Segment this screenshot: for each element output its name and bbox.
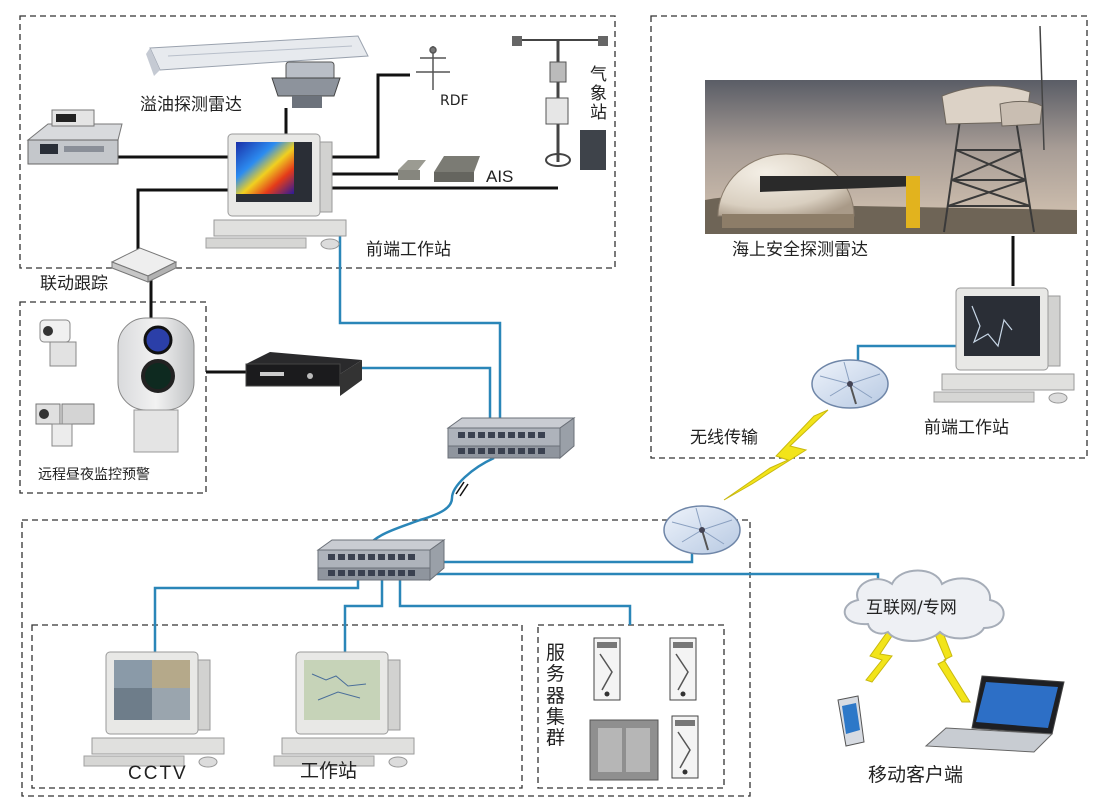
server-icon [593, 637, 621, 701]
camera-icon [35, 319, 95, 447]
rdf-antenna-icon [416, 46, 450, 90]
link-tracking-label: 联动跟踪 [40, 274, 108, 294]
rdf-label: RDF [440, 93, 469, 109]
ais-label: AIS [486, 167, 514, 186]
workstation-label: 工作站 [300, 760, 358, 782]
server-icon [589, 719, 659, 781]
ais-unit-icon [398, 156, 480, 182]
pda-icon [837, 695, 865, 747]
workstation-terminal [273, 651, 415, 768]
spill-radar-label: 溢油探测雷达 [140, 95, 242, 115]
remote-monitor-group [19, 301, 207, 494]
receiver-unit-icon [26, 109, 123, 165]
cctv-workstation [83, 651, 225, 768]
cctv-label: CCTV [128, 763, 188, 784]
thermal-camera-icon [117, 317, 195, 453]
weather-mast-icon [512, 36, 608, 170]
frontend-workstation-right-label: 前端工作站 [924, 418, 1009, 438]
radar-display [236, 142, 294, 194]
weather-station-label: 气 象 站 [590, 65, 607, 124]
cloud-icon [843, 569, 1005, 642]
core-switch-icon [317, 539, 445, 581]
radar-pedestal-icon [271, 61, 341, 108]
cable-break-mark [455, 481, 465, 495]
command-center-group [21, 519, 751, 797]
frontend-radar-group [19, 15, 616, 269]
satellite-dish-icon [663, 505, 741, 555]
radar-antenna-icon [146, 35, 369, 76]
server-cluster-label: 服 务 器 集 群 [546, 642, 566, 750]
sea-radar-label: 海上安全探测雷达 [732, 240, 868, 260]
network-switch-icon [447, 417, 575, 459]
internet-label: 互联网/专网 [866, 598, 957, 618]
frontend-workstation-left [205, 133, 347, 250]
remote-monitor-label: 远程昼夜监控预警 [38, 467, 150, 483]
router-icon [110, 247, 178, 283]
mobile-client-label: 移动客户端 [868, 764, 964, 786]
dvr-icon [245, 352, 362, 396]
server-icon [671, 715, 699, 779]
sea-radar-photo [705, 25, 1077, 234]
sea-radar-group [650, 15, 1088, 459]
laptop-icon [924, 675, 1065, 753]
radar-tower-icon [943, 119, 1035, 233]
server-icon [669, 637, 697, 701]
frontend-workstation-right [933, 287, 1075, 404]
frontend-workstation-left-label: 前端工作站 [366, 240, 451, 260]
equipment-cables [118, 73, 1015, 374]
satellite-dish-icon [811, 359, 889, 409]
wireless-link-icon [723, 409, 971, 703]
wireless-label: 无线传输 [690, 428, 758, 448]
client-terminal-group [31, 624, 523, 789]
